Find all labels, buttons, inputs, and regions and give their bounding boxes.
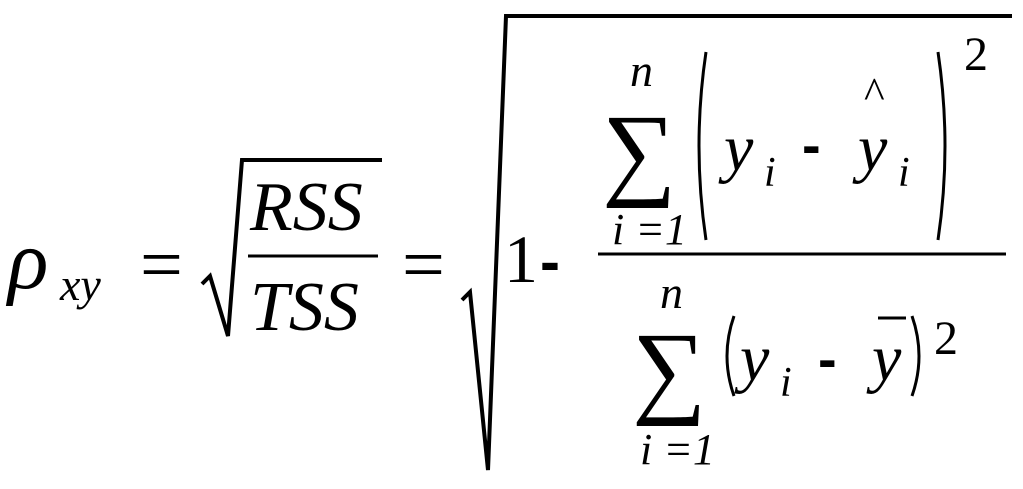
- numerator-y-hat-subscript: i: [898, 150, 910, 196]
- minus-sign-3: -: [818, 327, 837, 390]
- one: 1: [504, 221, 538, 297]
- large-sqrt-radical: [460, 14, 1012, 471]
- denominator-sum-upper-limit: n: [660, 267, 683, 318]
- numerator-right-paren: [936, 51, 947, 241]
- minus-sign-2: -: [802, 113, 821, 176]
- numerator-y: y: [718, 112, 754, 185]
- rho-symbol: ρ: [5, 214, 48, 307]
- numerator-y-hat: y: [852, 112, 888, 185]
- denominator-exponent: 2: [934, 312, 958, 365]
- denominator-y: y: [734, 322, 770, 395]
- denominator-right-paren: [910, 315, 921, 397]
- equals-sign-2: =: [402, 223, 445, 307]
- denominator-left-paren: [725, 315, 736, 397]
- numerator-left-paren: [697, 51, 708, 241]
- numerator-sum-symbol: ∑: [602, 94, 676, 209]
- minus-sign-1: -: [540, 228, 560, 295]
- equals-sign-1: =: [140, 223, 183, 307]
- numerator-y-subscript: i: [764, 150, 776, 196]
- denominator-sum-symbol: ∑: [632, 312, 706, 427]
- rho-subscript: xy: [59, 259, 101, 310]
- fraction-denominator-tss: TSS: [250, 269, 359, 346]
- fraction-numerator-rss: RSS: [249, 169, 363, 246]
- small-sqrt-radical: [200, 158, 382, 337]
- hat-accent: ^: [864, 69, 885, 118]
- denominator-y-bar: y: [866, 322, 902, 395]
- numerator-sum-lower-limit: i =1: [612, 205, 687, 254]
- denominator-y-subscript: i: [780, 360, 792, 406]
- numerator-exponent: 2: [964, 28, 988, 81]
- numerator-sum-upper-limit: n: [630, 45, 653, 96]
- denominator-sum-lower-limit: i =1: [640, 425, 715, 474]
